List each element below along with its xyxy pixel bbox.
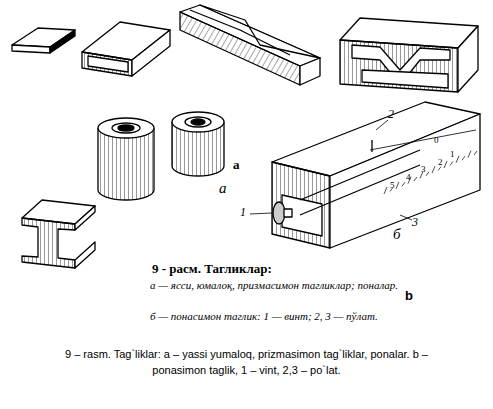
callout-number: 1 — [240, 206, 246, 220]
scale-tick — [444, 161, 447, 168]
scale-tick — [474, 151, 477, 155]
callout-number: 2 — [388, 108, 394, 122]
figure-legend: а — ясси, юмалоқ, призмасимон тагликлар;… — [150, 279, 400, 292]
figure-legend: б — понасимон таглик: 1 — винт; 2, 3 — п… — [150, 310, 400, 323]
scale-number: 5 — [390, 180, 395, 190]
figure-letter: b — [405, 289, 413, 304]
figure-letter: б — [393, 226, 401, 243]
figure-letter: а — [219, 180, 227, 197]
figure-title: 9 - расм. Тагликлар: — [152, 262, 272, 277]
scale-tick — [396, 182, 399, 189]
scale-tick — [462, 156, 465, 160]
figure-letter: а — [233, 158, 240, 173]
scale-number: 1 — [450, 149, 455, 159]
scale-tick — [438, 167, 441, 171]
scale-tick — [432, 166, 435, 173]
scale-tick — [414, 177, 417, 181]
scale-tick — [426, 172, 429, 176]
scale-number: 3 — [421, 164, 426, 174]
scale-tick — [456, 156, 459, 163]
scale-number: 4 — [406, 172, 411, 182]
scale-tick — [402, 182, 405, 186]
scale-number: 0 — [434, 135, 439, 145]
scale-tick — [450, 161, 453, 165]
figure-caption: 9 – rasm. Tag`liklar: a – yassi yumaloq,… — [40, 347, 453, 379]
scale-tick — [384, 187, 387, 194]
scale-tick — [468, 151, 471, 158]
callout-number: 3 — [412, 216, 418, 230]
scale-number: 2 — [438, 157, 443, 167]
